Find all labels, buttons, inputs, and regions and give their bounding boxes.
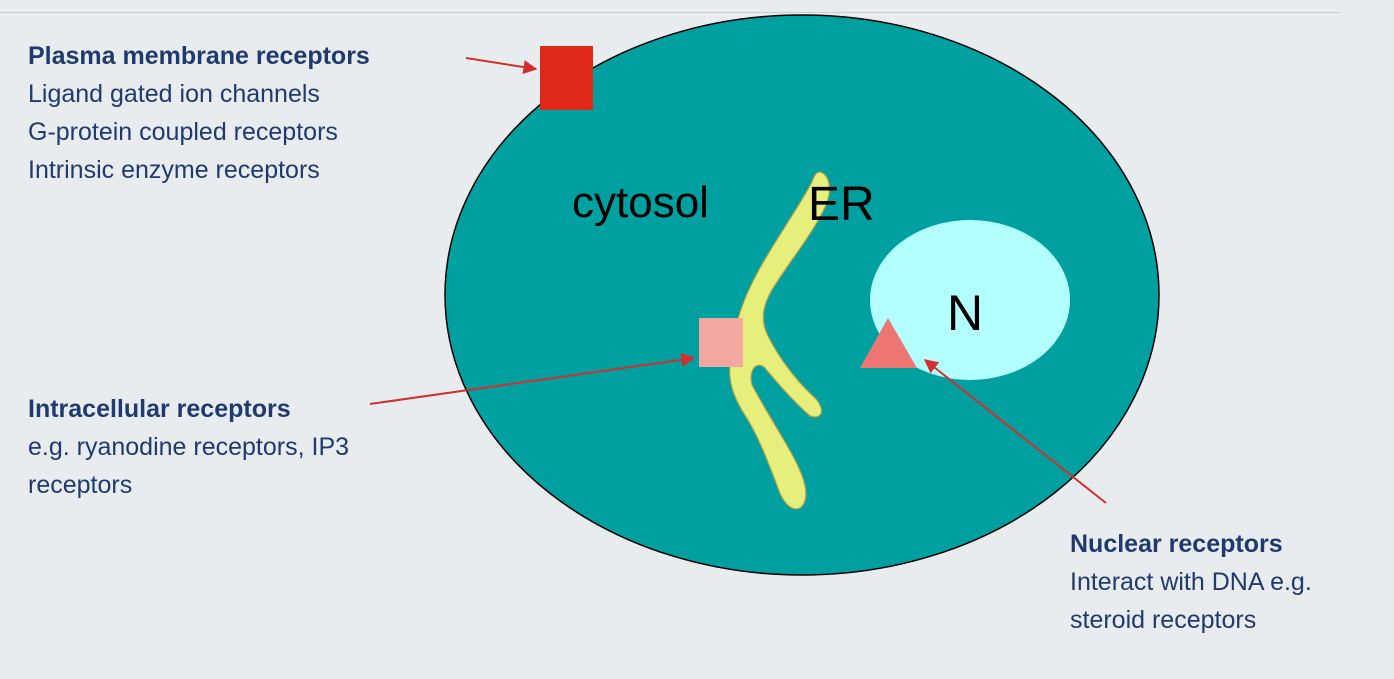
- nuclear-heading: Nuclear receptors: [1070, 530, 1283, 558]
- plasma-membrane-item: Intrinsic enzyme receptors: [28, 156, 320, 184]
- er-label: ER: [808, 178, 875, 231]
- intracellular-text: e.g. ryanodine receptors, IP3: [28, 433, 350, 461]
- nuclear-arrow: [923, 359, 1107, 504]
- nuclear-receptor-icon: [860, 318, 917, 368]
- nucleus: [870, 220, 1070, 380]
- nuclear-text: steroid receptors: [1070, 606, 1257, 634]
- plasma-membrane-item: Ligand gated ion channels: [28, 80, 320, 108]
- cell-body: [444, 14, 1160, 576]
- nuclear-text: Interact with DNA e.g.: [1070, 568, 1312, 596]
- intracellular-receptor-icon: [699, 318, 743, 367]
- intracellular-arrow: [369, 352, 696, 405]
- endoplasmic-reticulum: [729, 171, 830, 510]
- header-divider: [0, 12, 1340, 13]
- cytosol-label: cytosol: [572, 178, 709, 227]
- nucleus-label: N: [947, 285, 983, 341]
- intracellular-callout: Intracellular receptors e.g. ryanodine r…: [28, 390, 468, 504]
- nuclear-callout: Nuclear receptors Interact with DNA e.g.…: [1070, 525, 1394, 639]
- plasma-membrane-item: G-protein coupled receptors: [28, 118, 338, 146]
- plasma-membrane-arrow: [465, 57, 538, 74]
- plasma-membrane-receptor-icon: [540, 46, 593, 110]
- plasma-membrane-heading: Plasma membrane receptors: [28, 42, 370, 70]
- intracellular-heading: Intracellular receptors: [28, 395, 291, 423]
- plasma-membrane-callout: Plasma membrane receptors Ligand gated i…: [28, 37, 458, 189]
- intracellular-text: receptors: [28, 471, 133, 499]
